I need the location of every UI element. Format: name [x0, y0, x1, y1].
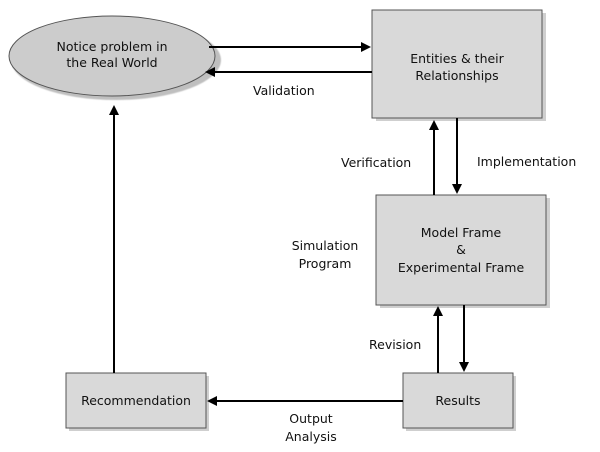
arrowhead-down-icon: [459, 362, 469, 372]
notice-problem-ellipse: [8, 15, 216, 97]
model-frame-label-line1: Model Frame: [421, 225, 502, 240]
edge-revision: [433, 306, 443, 373]
entities-label-line2: Relationships: [415, 68, 498, 83]
arrowhead-left-icon: [207, 396, 217, 406]
node-model-frame: Model Frame & Experimental Frame: [375, 194, 550, 308]
arrowhead-left-icon: [205, 67, 215, 77]
arrowhead-down-icon: [452, 184, 462, 194]
recommendation-box: [65, 372, 207, 429]
node-results: Results: [402, 372, 516, 431]
verification-label: Verification: [341, 155, 411, 170]
output-analysis-label-line1: Output: [289, 411, 333, 426]
simulation-program-label-line2: Program: [299, 256, 352, 271]
notice-problem-label-line2: the Real World: [66, 55, 157, 70]
edge-model-to-results: [459, 305, 469, 372]
model-frame-label-line3: Experimental Frame: [398, 260, 525, 275]
entities-box: [371, 9, 543, 119]
arrowhead-right-icon: [361, 42, 371, 52]
results-label: Results: [435, 393, 480, 408]
implementation-label: Implementation: [477, 154, 576, 169]
node-recommendation: Recommendation: [65, 372, 209, 431]
edge-notice-to-entities: [209, 42, 371, 52]
edge-implementation: [452, 118, 462, 194]
model-frame-label-line2: &: [456, 242, 466, 257]
arrowhead-up-icon: [433, 306, 443, 316]
revision-label: Revision: [369, 337, 421, 352]
recommendation-label: Recommendation: [81, 393, 191, 408]
entities-label-line1: Entities & their: [410, 51, 504, 66]
node-notice-problem: Notice problem in the Real World: [8, 15, 221, 100]
node-entities-relationships: Entities & their Relationships: [371, 9, 546, 121]
simulation-program-label-line1: Simulation: [292, 238, 359, 253]
edge-verification: [429, 120, 439, 195]
notice-problem-label-line1: Notice problem in: [57, 39, 168, 54]
arrowhead-up-icon: [109, 105, 119, 115]
results-box: [402, 372, 514, 429]
edge-recommendation-to-notice: [109, 105, 119, 373]
output-analysis-label-line2: Analysis: [285, 429, 337, 444]
arrowhead-up-icon: [429, 120, 439, 130]
edge-output-analysis: [207, 396, 403, 406]
validation-label: Validation: [253, 83, 315, 98]
edge-validation: [205, 67, 372, 77]
model-frame-box: [375, 194, 547, 306]
